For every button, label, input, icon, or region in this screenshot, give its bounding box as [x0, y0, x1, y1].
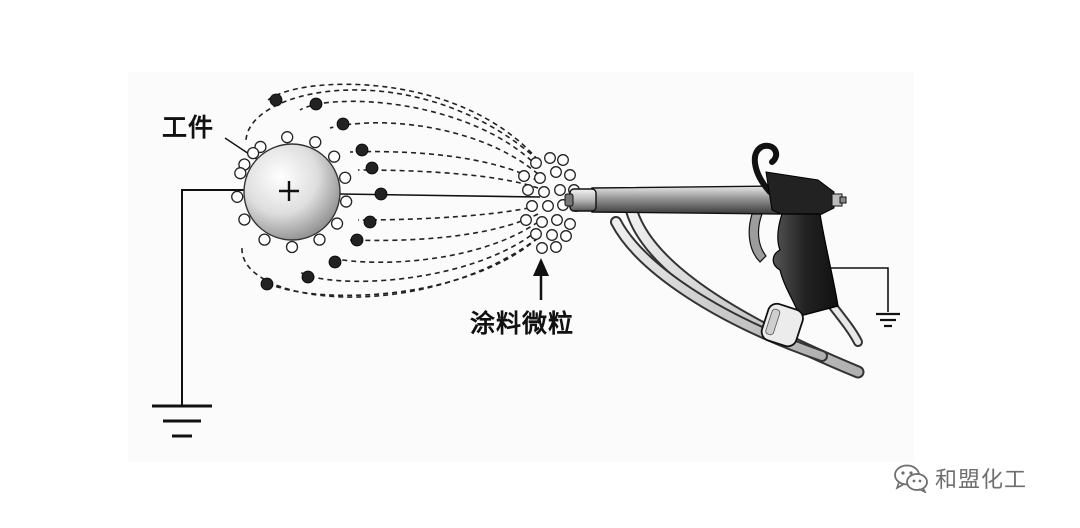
charged-particles — [260, 93, 388, 291]
cloud-particle — [544, 152, 556, 164]
charged-particle — [301, 270, 315, 284]
deposited-particle — [313, 233, 326, 246]
deposited-particle — [330, 217, 344, 230]
spray-gun — [564, 142, 900, 379]
field-line — [349, 213, 539, 242]
watermark-text: 和盟化工 — [935, 468, 1028, 493]
cloud-particle — [530, 228, 542, 240]
cloud-particle — [542, 200, 554, 212]
deposited-particle — [246, 146, 260, 160]
deposited-particle — [309, 136, 322, 149]
charged-particle — [374, 187, 388, 201]
cloud-particle — [550, 166, 562, 178]
cloud-particle — [564, 169, 576, 181]
charged-particle — [365, 161, 379, 175]
charged-particle — [260, 277, 274, 291]
cloud-particle — [520, 214, 532, 226]
charged-particle — [355, 143, 369, 157]
particles-arrow — [533, 258, 549, 300]
workpiece-label: 工件 — [162, 113, 215, 142]
field-line — [357, 169, 539, 189]
deposited-particle — [285, 240, 299, 254]
cloud-particle — [560, 230, 572, 242]
deposited-particle — [327, 150, 341, 163]
workpiece-ground — [152, 189, 246, 438]
cloud-particle — [557, 154, 569, 166]
deposited-particle — [258, 233, 271, 246]
cloud-particle — [534, 172, 546, 184]
deposited-particle — [340, 195, 353, 208]
deposited-particle — [234, 167, 247, 180]
cloud-particle — [546, 229, 558, 241]
paint-particles-label: 涂料微粒 — [470, 309, 575, 338]
cloud-particle — [530, 157, 542, 169]
cloud-particle — [551, 214, 563, 226]
charged-particle — [363, 215, 377, 229]
cloud-particle — [536, 216, 548, 228]
deposited-particles — [231, 131, 353, 254]
watermark: 和盟化工 — [893, 462, 1027, 494]
wechat-icon — [894, 464, 928, 493]
cloud-particle — [538, 186, 550, 198]
deposited-particle — [281, 131, 294, 144]
cloud-particle — [554, 184, 566, 196]
field-line — [267, 83, 539, 161]
field-line — [241, 237, 539, 298]
deposited-particle — [238, 213, 251, 226]
deposited-particle — [231, 190, 244, 203]
charged-particle — [269, 93, 283, 107]
cloud-particle — [522, 184, 534, 196]
charged-particle — [309, 97, 323, 111]
cloud-particle — [526, 200, 538, 212]
charged-particle — [350, 233, 364, 247]
cloud-particle — [550, 241, 562, 253]
cloud-particle — [518, 170, 530, 182]
field-line — [329, 122, 539, 175]
field-line — [261, 237, 539, 297]
cloud-particle — [564, 218, 576, 230]
deposited-particle — [338, 171, 352, 184]
plus-icon — [279, 181, 299, 201]
charged-particle — [336, 117, 350, 131]
field-line — [357, 205, 539, 221]
charged-particle — [328, 255, 342, 269]
cloud-particle — [536, 242, 548, 254]
central-field-line — [339, 193, 541, 198]
